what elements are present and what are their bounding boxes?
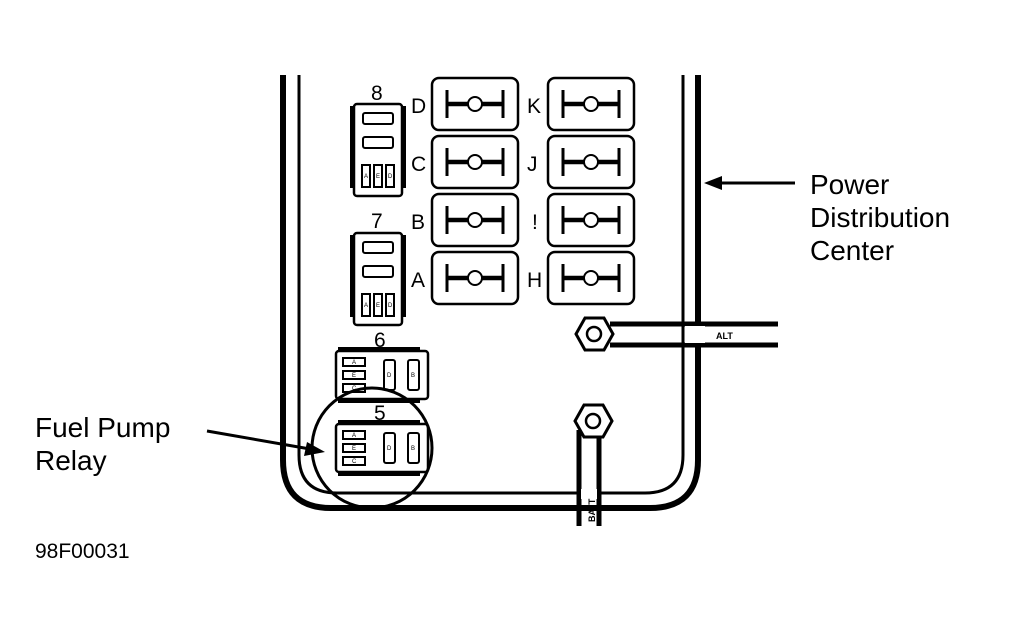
fuse-letter-h: H [527,269,542,292]
fuse-i [546,192,636,248]
relay-5-pin-e: E [352,446,356,452]
relay-callout: Fuel Pump Relay [35,412,325,476]
relay-6-pin-c: C [352,386,357,392]
relay-6-pin-d: D [387,373,392,379]
fuse-letter-d: D [411,95,426,118]
pdc-label-line-1: Power [810,169,889,200]
relay-8-pin-e: E [376,174,380,180]
relay-7-pin-e: E [376,303,380,309]
fuse-column-right [546,76,636,306]
relay-8: A E D [350,102,406,198]
relay-5: A E C D B [334,420,430,476]
fuse-column-left [430,76,520,306]
alt-cable: ALT [574,316,778,352]
pdc-housing [280,75,701,511]
pdc-label-line-3: Center [810,235,894,266]
fuse-letter-c: C [411,153,426,176]
batt-cable: BATT [573,403,614,526]
batt-cable-label: BATT [587,498,597,522]
fuse-a [430,250,520,306]
fuse-j [546,134,636,190]
relay-6-pin-e: E [352,373,356,379]
figure-id: 98F00031 [35,540,130,563]
relay-6: A E C D B [334,347,430,403]
relay-label-line-2: Relay [35,445,107,476]
pdc-label-line-2: Distribution [810,202,950,233]
alt-cable-label: ALT [716,331,733,341]
fuse-letters: D C B A K J ! H [411,95,542,292]
relay-5-pin-d: D [387,446,392,452]
relay-5-pin-a: A [352,433,356,439]
relay-7-pin-d: D [388,303,393,309]
pdc-callout: Power Distribution Center [704,169,950,266]
fuse-c [430,134,520,190]
relay-label-line-1: Fuel Pump [35,412,170,443]
relay-5-pin-b: B [411,446,415,452]
fuse-letter-i: ! [532,211,538,234]
relay-numbers: 8 7 6 5 [371,82,386,425]
relay-number-6: 6 [374,329,386,352]
relay-8-pin-a: A [364,174,368,180]
fuse-letter-a: A [411,269,425,292]
relay-5-pin-c: C [352,459,357,465]
relay-6-pin-a: A [352,360,356,366]
fuse-letter-k: K [527,95,541,118]
relay-8-pin-d: D [388,174,393,180]
fuse-d [430,76,520,132]
fuse-b [430,192,520,248]
relay-7-pin-a: A [364,303,368,309]
fuse-h [546,250,636,306]
fuse-letter-j: J [527,153,538,176]
relay-7: A E D [350,231,406,327]
relay-number-5: 5 [374,402,386,425]
relay-number-8: 8 [371,82,383,105]
relay-6-pin-b: B [411,373,415,379]
fuse-k [546,76,636,132]
fuse-letter-b: B [411,211,425,234]
relay-number-7: 7 [371,210,383,233]
